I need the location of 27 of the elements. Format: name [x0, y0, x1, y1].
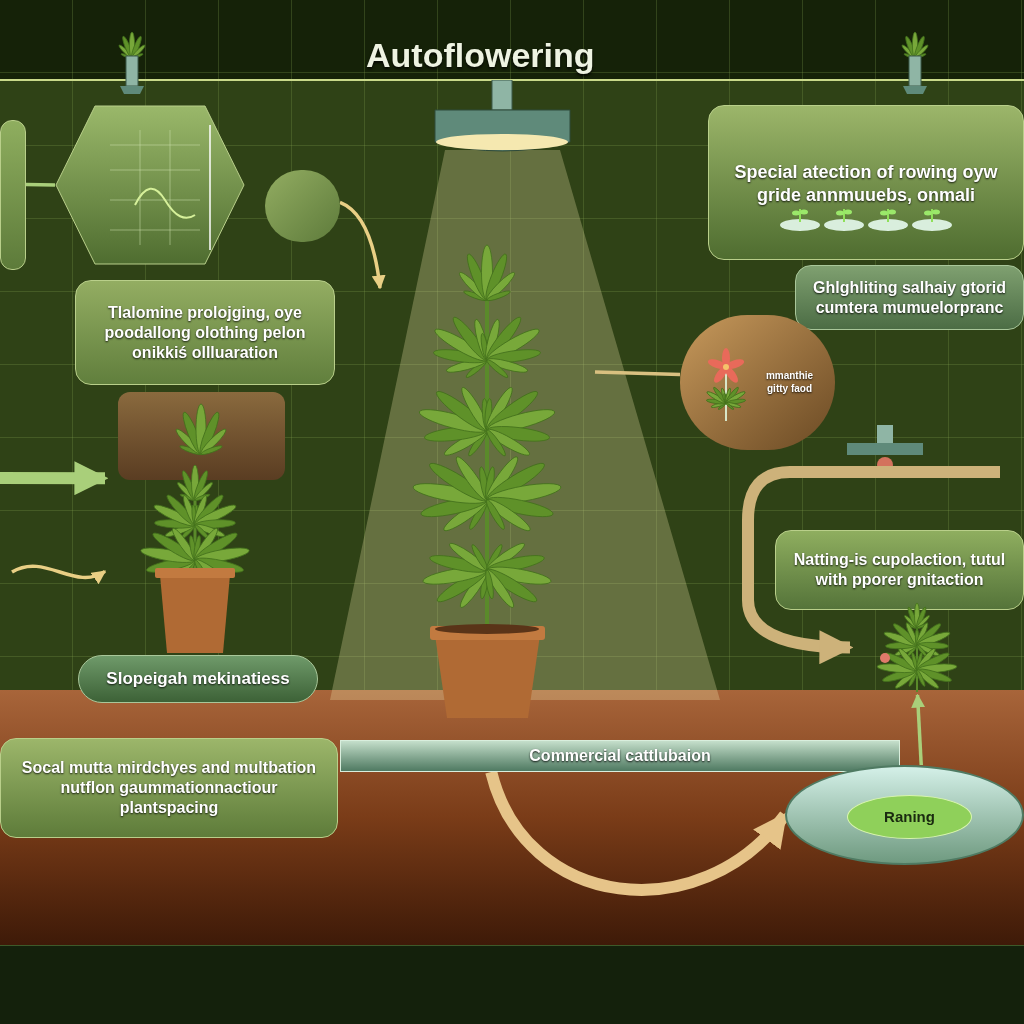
info-box [75, 280, 335, 385]
box-text: Natting-is cupolaction, tutul with pporer gnitaction [792, 550, 1007, 590]
arrow [911, 693, 926, 766]
arrow [11, 564, 107, 584]
arrow [0, 461, 109, 496]
box-text: Raning [884, 807, 935, 827]
box-text: Tlalomine prolojging, oye poodallong olothing pelon onikkiś ollluaration [103, 302, 307, 363]
arrow [339, 200, 386, 290]
box-text: mmanthie gitty faod [764, 370, 815, 395]
label-band [340, 740, 900, 772]
box-text: Commercial cattlubaion [529, 746, 711, 766]
chart-hexagon [55, 105, 245, 265]
box-text: Slopeigah mekinatiess [106, 668, 290, 690]
side-panel [0, 120, 26, 270]
title: Autoflowering [366, 35, 595, 76]
plant-panel [118, 392, 285, 480]
connector-line [25, 182, 56, 187]
box-text: Special atection of rowing oyw gride annmuuebs, onmali [733, 161, 999, 206]
info-box [708, 105, 1024, 260]
connector-line [594, 370, 681, 377]
arrow [742, 466, 1000, 664]
label-pill [78, 655, 318, 703]
box-text: Socal mutta mirdchyes and multbation nutflon gaummationnactiour plantspacing [20, 758, 318, 818]
info-box [795, 265, 1024, 330]
box-text: Ghlghliting salhaiy gtorid cumtera mumuelorpranc [812, 277, 1007, 318]
info-box [775, 530, 1024, 610]
info-box [0, 738, 338, 838]
